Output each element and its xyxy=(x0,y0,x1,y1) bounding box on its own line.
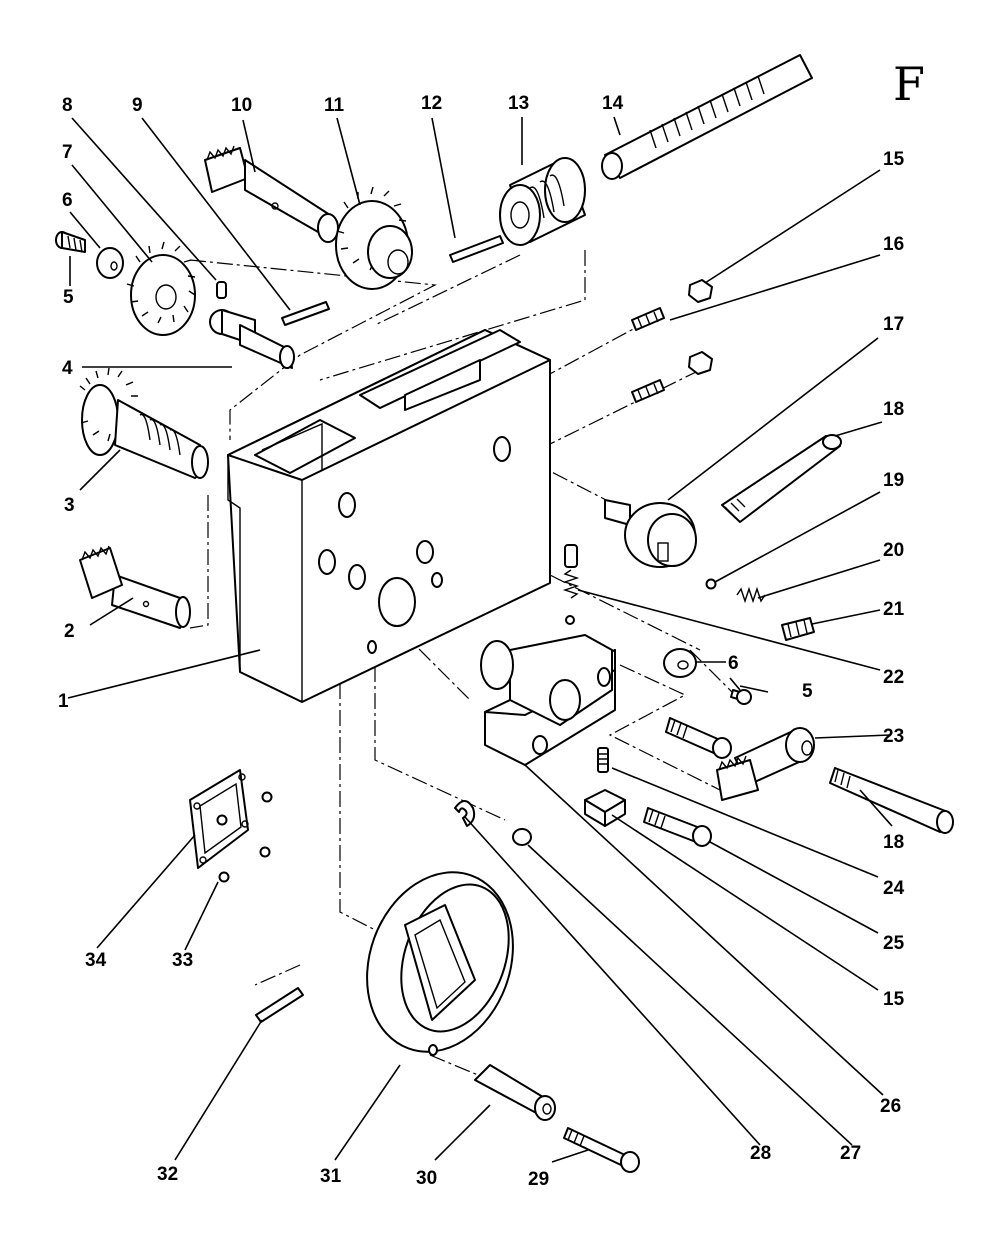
part-6-washer-lower xyxy=(663,648,697,678)
callout-15-upper: 15 xyxy=(883,149,905,170)
callout-32: 32 xyxy=(157,1164,178,1185)
callout-26: 26 xyxy=(880,1096,901,1117)
callout-9: 9 xyxy=(132,95,143,116)
part-22-spring-plunger xyxy=(561,544,580,660)
part-5-screw-lower xyxy=(730,689,752,705)
part-3-worm-shaft xyxy=(79,367,209,479)
part-23-pinion-collar xyxy=(716,727,815,801)
callout-16: 16 xyxy=(883,234,904,255)
callout-21: 21 xyxy=(883,599,905,620)
part-1-apron-body xyxy=(227,329,551,703)
part-5-screw-upper xyxy=(55,231,86,253)
callout-12: 12 xyxy=(421,93,442,114)
callout-23: 23 xyxy=(883,726,904,747)
part-13-worm xyxy=(499,157,586,246)
callout-22: 22 xyxy=(883,667,904,688)
callout-6-upper: 6 xyxy=(62,190,73,211)
callout-20: 20 xyxy=(883,540,904,561)
callout-10: 10 xyxy=(231,95,252,116)
part-31-handwheel xyxy=(366,871,514,1056)
callout-31: 31 xyxy=(320,1166,342,1187)
callout-29: 29 xyxy=(528,1169,549,1190)
part-32-pin xyxy=(255,987,304,1023)
callout-4: 4 xyxy=(62,358,73,379)
part-16-set-screw xyxy=(631,307,665,403)
callout-labels: 1 2 3 4 5 6 7 8 9 10 11 12 13 14 15 16 1… xyxy=(58,93,905,1190)
part-27-set-collar xyxy=(512,828,532,846)
part-9-long-pin xyxy=(281,301,330,326)
callout-2: 2 xyxy=(64,621,75,642)
callout-33: 33 xyxy=(172,950,193,971)
part-4-collar-shaft xyxy=(209,309,295,369)
leader-lines xyxy=(67,116,893,1163)
part-24-set-screw xyxy=(597,747,609,773)
part-2-pinion-shaft xyxy=(79,545,191,629)
callout-11: 11 xyxy=(324,95,345,116)
part-19-ball xyxy=(705,578,717,590)
part-33-screws xyxy=(216,791,273,883)
callout-1: 1 xyxy=(58,691,69,712)
callout-15-lower: 15 xyxy=(883,989,905,1010)
part-14-feed-shaft xyxy=(601,54,813,180)
part-15-nut-upper xyxy=(688,279,713,375)
callout-34: 34 xyxy=(85,950,107,971)
callout-17: 17 xyxy=(883,314,904,335)
part-6-washer-upper xyxy=(96,247,124,279)
part-28-retaining-clip xyxy=(454,800,476,827)
callout-8: 8 xyxy=(62,95,73,116)
callout-25: 25 xyxy=(883,933,905,954)
callout-5-upper: 5 xyxy=(63,287,74,308)
part-20-spring xyxy=(736,586,766,604)
part-12-key xyxy=(449,235,504,263)
part-18-handle-lower xyxy=(829,767,954,834)
callout-13: 13 xyxy=(508,93,529,114)
part-26-clamp-bracket xyxy=(480,634,616,766)
part-29-shoulder-screw xyxy=(563,1127,640,1173)
part-18-handle-upper xyxy=(721,434,842,523)
callout-28: 28 xyxy=(750,1143,771,1164)
callout-27: 27 xyxy=(840,1143,861,1164)
sheet-letter: F xyxy=(893,57,925,111)
part-25-cap-screw xyxy=(643,717,732,847)
callout-18-lower: 18 xyxy=(883,832,904,853)
part-7-spur-gear xyxy=(126,241,196,336)
callout-3: 3 xyxy=(64,495,75,516)
part-15-square-nut-lower xyxy=(584,789,626,827)
callout-7: 7 xyxy=(62,142,73,163)
callout-18-upper: 18 xyxy=(883,399,904,420)
callout-14: 14 xyxy=(602,93,624,114)
part-8-pin xyxy=(216,281,227,299)
part-11-gear-with-hub xyxy=(335,186,413,290)
part-10-pinion-shaft xyxy=(204,145,339,243)
callout-30: 30 xyxy=(416,1168,437,1189)
callout-6-lower: 6 xyxy=(728,653,739,674)
callout-5-lower: 5 xyxy=(802,681,813,702)
part-30-handle-grip xyxy=(474,1064,556,1121)
part-21-set-screw xyxy=(781,617,815,641)
callout-19: 19 xyxy=(883,470,904,491)
callout-24: 24 xyxy=(883,878,905,899)
part-17-handle-hub xyxy=(604,499,697,568)
